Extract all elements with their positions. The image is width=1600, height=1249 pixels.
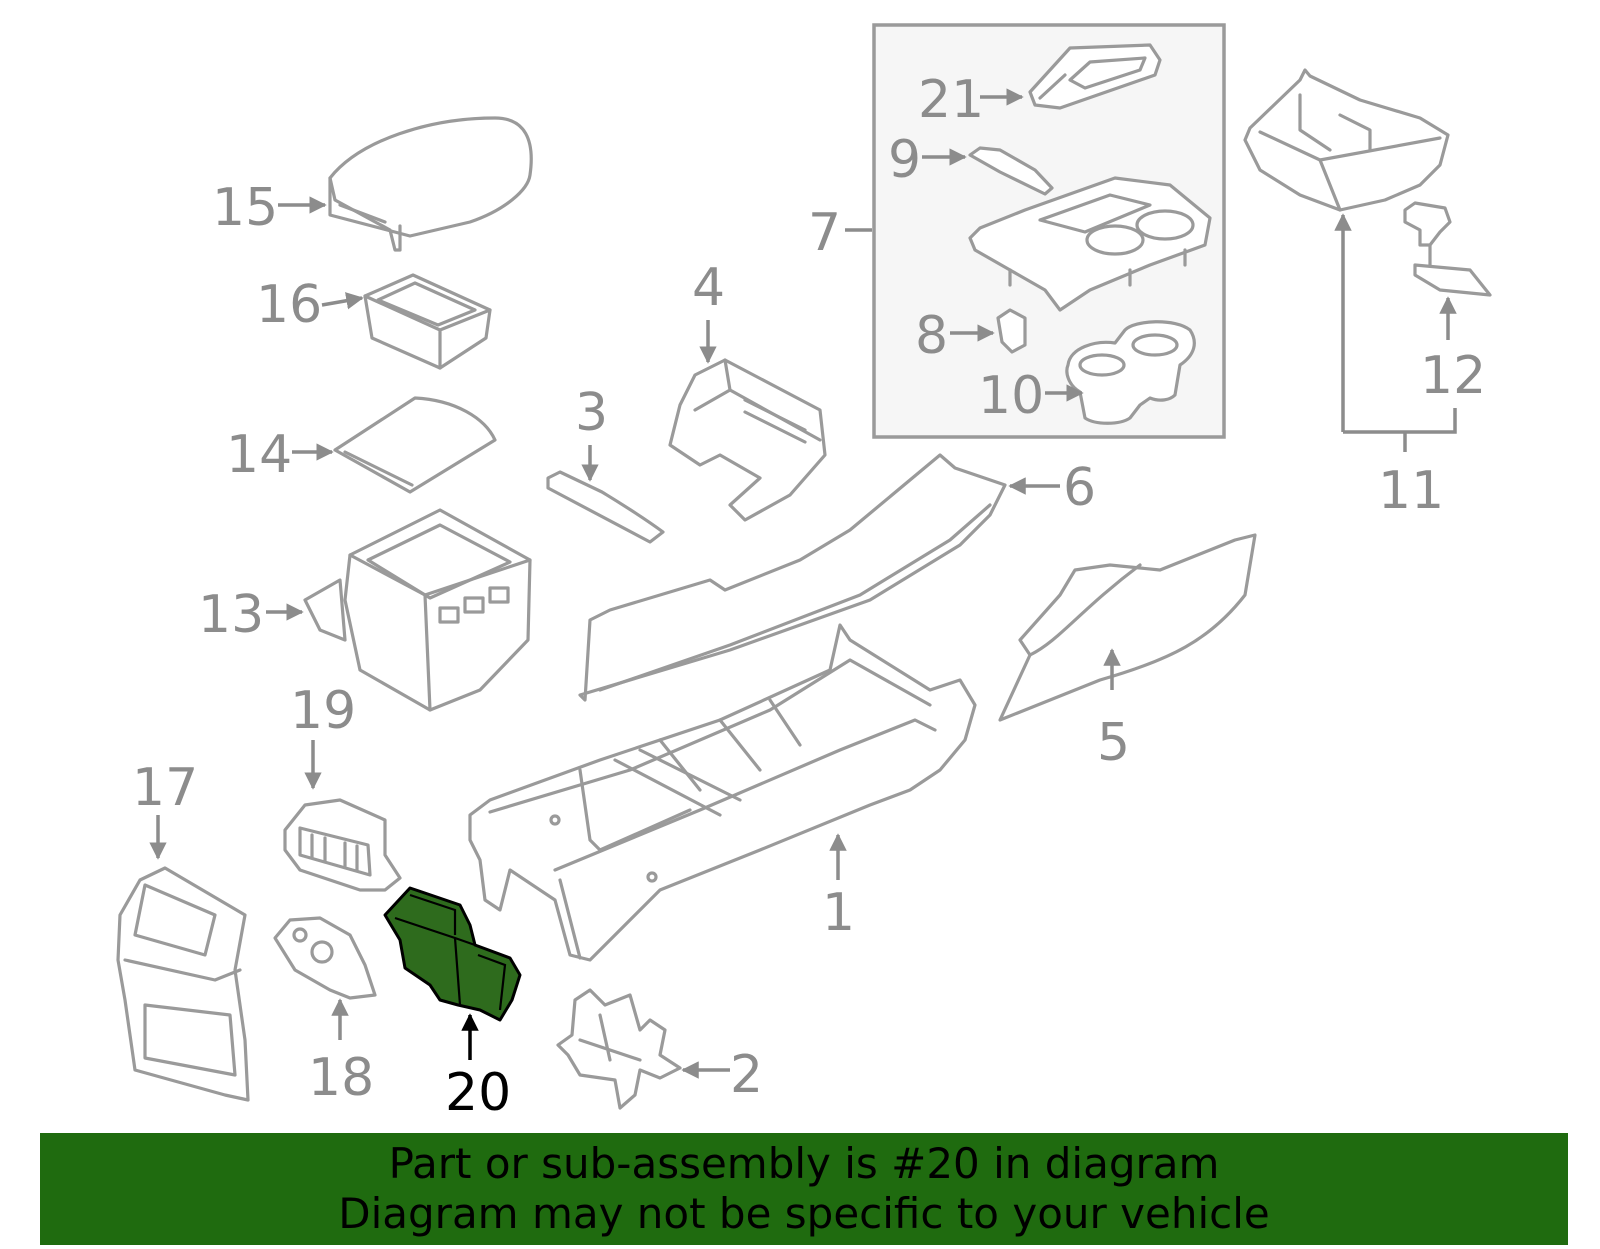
callout-8: 8 (915, 306, 948, 366)
part-18-switch-panel[interactable] (273, 916, 377, 1000)
callout-15: 15 (212, 178, 278, 238)
callout-18: 18 (308, 1048, 374, 1108)
part-11-console-box[interactable] (1243, 68, 1450, 212)
banner-line-2: Diagram may not be specific to your vehi… (338, 1189, 1270, 1238)
part-21-shifter-bezel[interactable] (1028, 43, 1162, 110)
part-6-upper-trim-panel[interactable] (578, 453, 1007, 702)
callout-14: 14 (226, 425, 292, 485)
banner-line-1: Part or sub-assembly is #20 in diagram (388, 1139, 1220, 1188)
part-15-armrest-lid[interactable] (328, 116, 533, 252)
callout-17: 17 (132, 758, 198, 818)
part-12-clip[interactable] (1403, 201, 1492, 297)
part-10-cup-holder[interactable] (1065, 320, 1196, 425)
callout-3: 3 (575, 383, 608, 443)
part-2-lower-bracket[interactable] (556, 988, 682, 1110)
callout-10: 10 (978, 366, 1044, 426)
callout-4: 4 (692, 258, 725, 318)
callout-7: 7 (808, 203, 841, 263)
part-9-trim-piece[interactable] (968, 146, 1054, 196)
part-4-bracket[interactable] (668, 358, 827, 522)
part-20-highlighted[interactable] (383, 886, 522, 1022)
part-1-console-housing[interactable] (468, 623, 977, 962)
part-7-upper-panel[interactable] (968, 176, 1212, 312)
info-banner: Part or sub-assembly is #20 in diagram D… (40, 1133, 1568, 1245)
callout-6: 6 (1063, 458, 1096, 518)
callout-1: 1 (822, 883, 855, 943)
part-3-trim-strip[interactable] (546, 470, 665, 544)
callout-20: 20 (445, 1063, 511, 1123)
callout-19: 19 (290, 681, 356, 741)
part-8-small-clip[interactable] (996, 308, 1027, 354)
part-5-side-panel[interactable] (998, 533, 1257, 722)
part-14-mat[interactable] (333, 396, 497, 494)
callout-11: 11 (1378, 461, 1444, 521)
callout-2: 2 (730, 1045, 763, 1105)
callout-5: 5 (1097, 713, 1130, 773)
callout-9: 9 (888, 130, 921, 190)
part-13-bracket-box[interactable] (303, 508, 532, 712)
leader-lines (149, 88, 1457, 1079)
part-16-storage-tray[interactable] (363, 273, 492, 370)
callout-12: 12 (1420, 346, 1486, 406)
callout-labels: 15 16 14 13 3 4 6 5 1 2 18 19 17 20 7 21… (132, 70, 1486, 1123)
part-19-rear-vent[interactable] (283, 798, 402, 892)
callout-13: 13 (198, 585, 264, 645)
part-17-rear-trim-panel[interactable] (116, 866, 250, 1102)
callout-16: 16 (256, 275, 322, 335)
callout-21: 21 (918, 70, 984, 130)
